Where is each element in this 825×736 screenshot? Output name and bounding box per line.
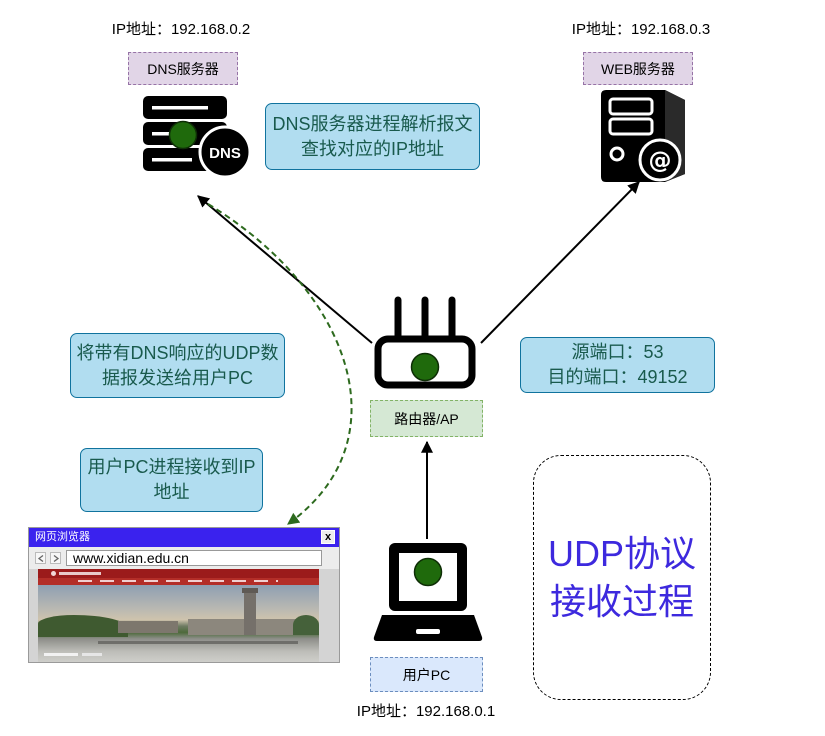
diagram-title-line: 接收过程 (549, 580, 694, 622)
nav-links (78, 580, 278, 582)
web-server-ip: IP地址：192.168.0.3 (571, 21, 711, 38)
green-circle-marker (168, 120, 198, 150)
at-badge-text: @ (649, 148, 672, 174)
university-name-mark (59, 572, 101, 575)
browser-title: 网页浏览器 (35, 531, 90, 543)
note-line: 据报发送给用户PC (101, 367, 253, 388)
note-line: 将带有DNS响应的UDP数 (76, 342, 279, 363)
diagram-title-box: UDP协议 接收过程 (533, 455, 711, 700)
browser-toolbar: www.xidian.edu.cn (29, 547, 339, 569)
note-line: 用户PC进程接收到IP (87, 457, 256, 477)
note-line: 查找对应的IP地址 (300, 138, 444, 159)
building-main (188, 619, 298, 635)
tower-top (242, 588, 258, 593)
back-button[interactable] (35, 552, 46, 564)
browser-window: 网页浏览器 x www.xidian.edu.cn (28, 527, 340, 663)
laptop-icon (373, 543, 483, 641)
campus-photo (38, 585, 319, 662)
address-bar[interactable]: www.xidian.edu.cn (66, 550, 322, 566)
router-label: 路由器/AP (370, 400, 483, 437)
arrow-router-to-web (480, 181, 640, 344)
caption-mark (82, 653, 102, 656)
close-button[interactable]: x (321, 530, 335, 544)
building-left (118, 621, 178, 633)
trees-left (38, 615, 128, 637)
browser-title-bar: 网页浏览器 x (29, 528, 339, 547)
note-pc-receive: 用户PC进程接收到IP 地址 (80, 448, 263, 512)
university-logo (51, 571, 56, 576)
note-line: 地址 (153, 482, 190, 502)
chevron-right-icon (53, 554, 59, 562)
note-line: 源端口：53 (571, 342, 664, 362)
chevron-left-icon (37, 554, 43, 562)
note-send-to-pc: 将带有DNS响应的UDP数 据报发送给用户PC (70, 333, 285, 398)
wifi-router-icon (374, 296, 476, 389)
user-pc-label: 用户PC (370, 657, 483, 692)
trees-right (293, 615, 319, 635)
green-circle-marker (410, 352, 440, 382)
caption-mark (44, 653, 78, 656)
clock-tower (244, 591, 256, 635)
arrow-router-to-dns (197, 195, 373, 344)
green-circle-marker (413, 557, 443, 587)
plaza-steps (98, 641, 298, 644)
diagram-title-line: UDP协议 (547, 532, 696, 574)
note-ports: 源端口：53 目的端口：49152 (520, 337, 715, 393)
note-line: DNS服务器进程解析报文 (272, 113, 473, 134)
webpage-header (38, 569, 319, 578)
note-line: 目的端口：49152 (547, 367, 688, 387)
forward-button[interactable] (50, 552, 61, 564)
webpage-nav (38, 578, 319, 585)
dns-server-icon: DNS (143, 96, 252, 179)
dns-badge-text: DNS (209, 145, 241, 162)
note-dns-process: DNS服务器进程解析报文 查找对应的IP地址 (265, 103, 480, 170)
user-pc-ip: IP地址：192.168.0.1 (356, 703, 496, 720)
dns-server-ip: IP地址：192.168.0.2 (111, 21, 251, 38)
webpage-screenshot (38, 569, 319, 662)
dns-server-label: DNS服务器 (128, 52, 238, 85)
web-server-icon: @ (601, 90, 685, 182)
web-server-label: WEB服务器 (583, 52, 693, 85)
